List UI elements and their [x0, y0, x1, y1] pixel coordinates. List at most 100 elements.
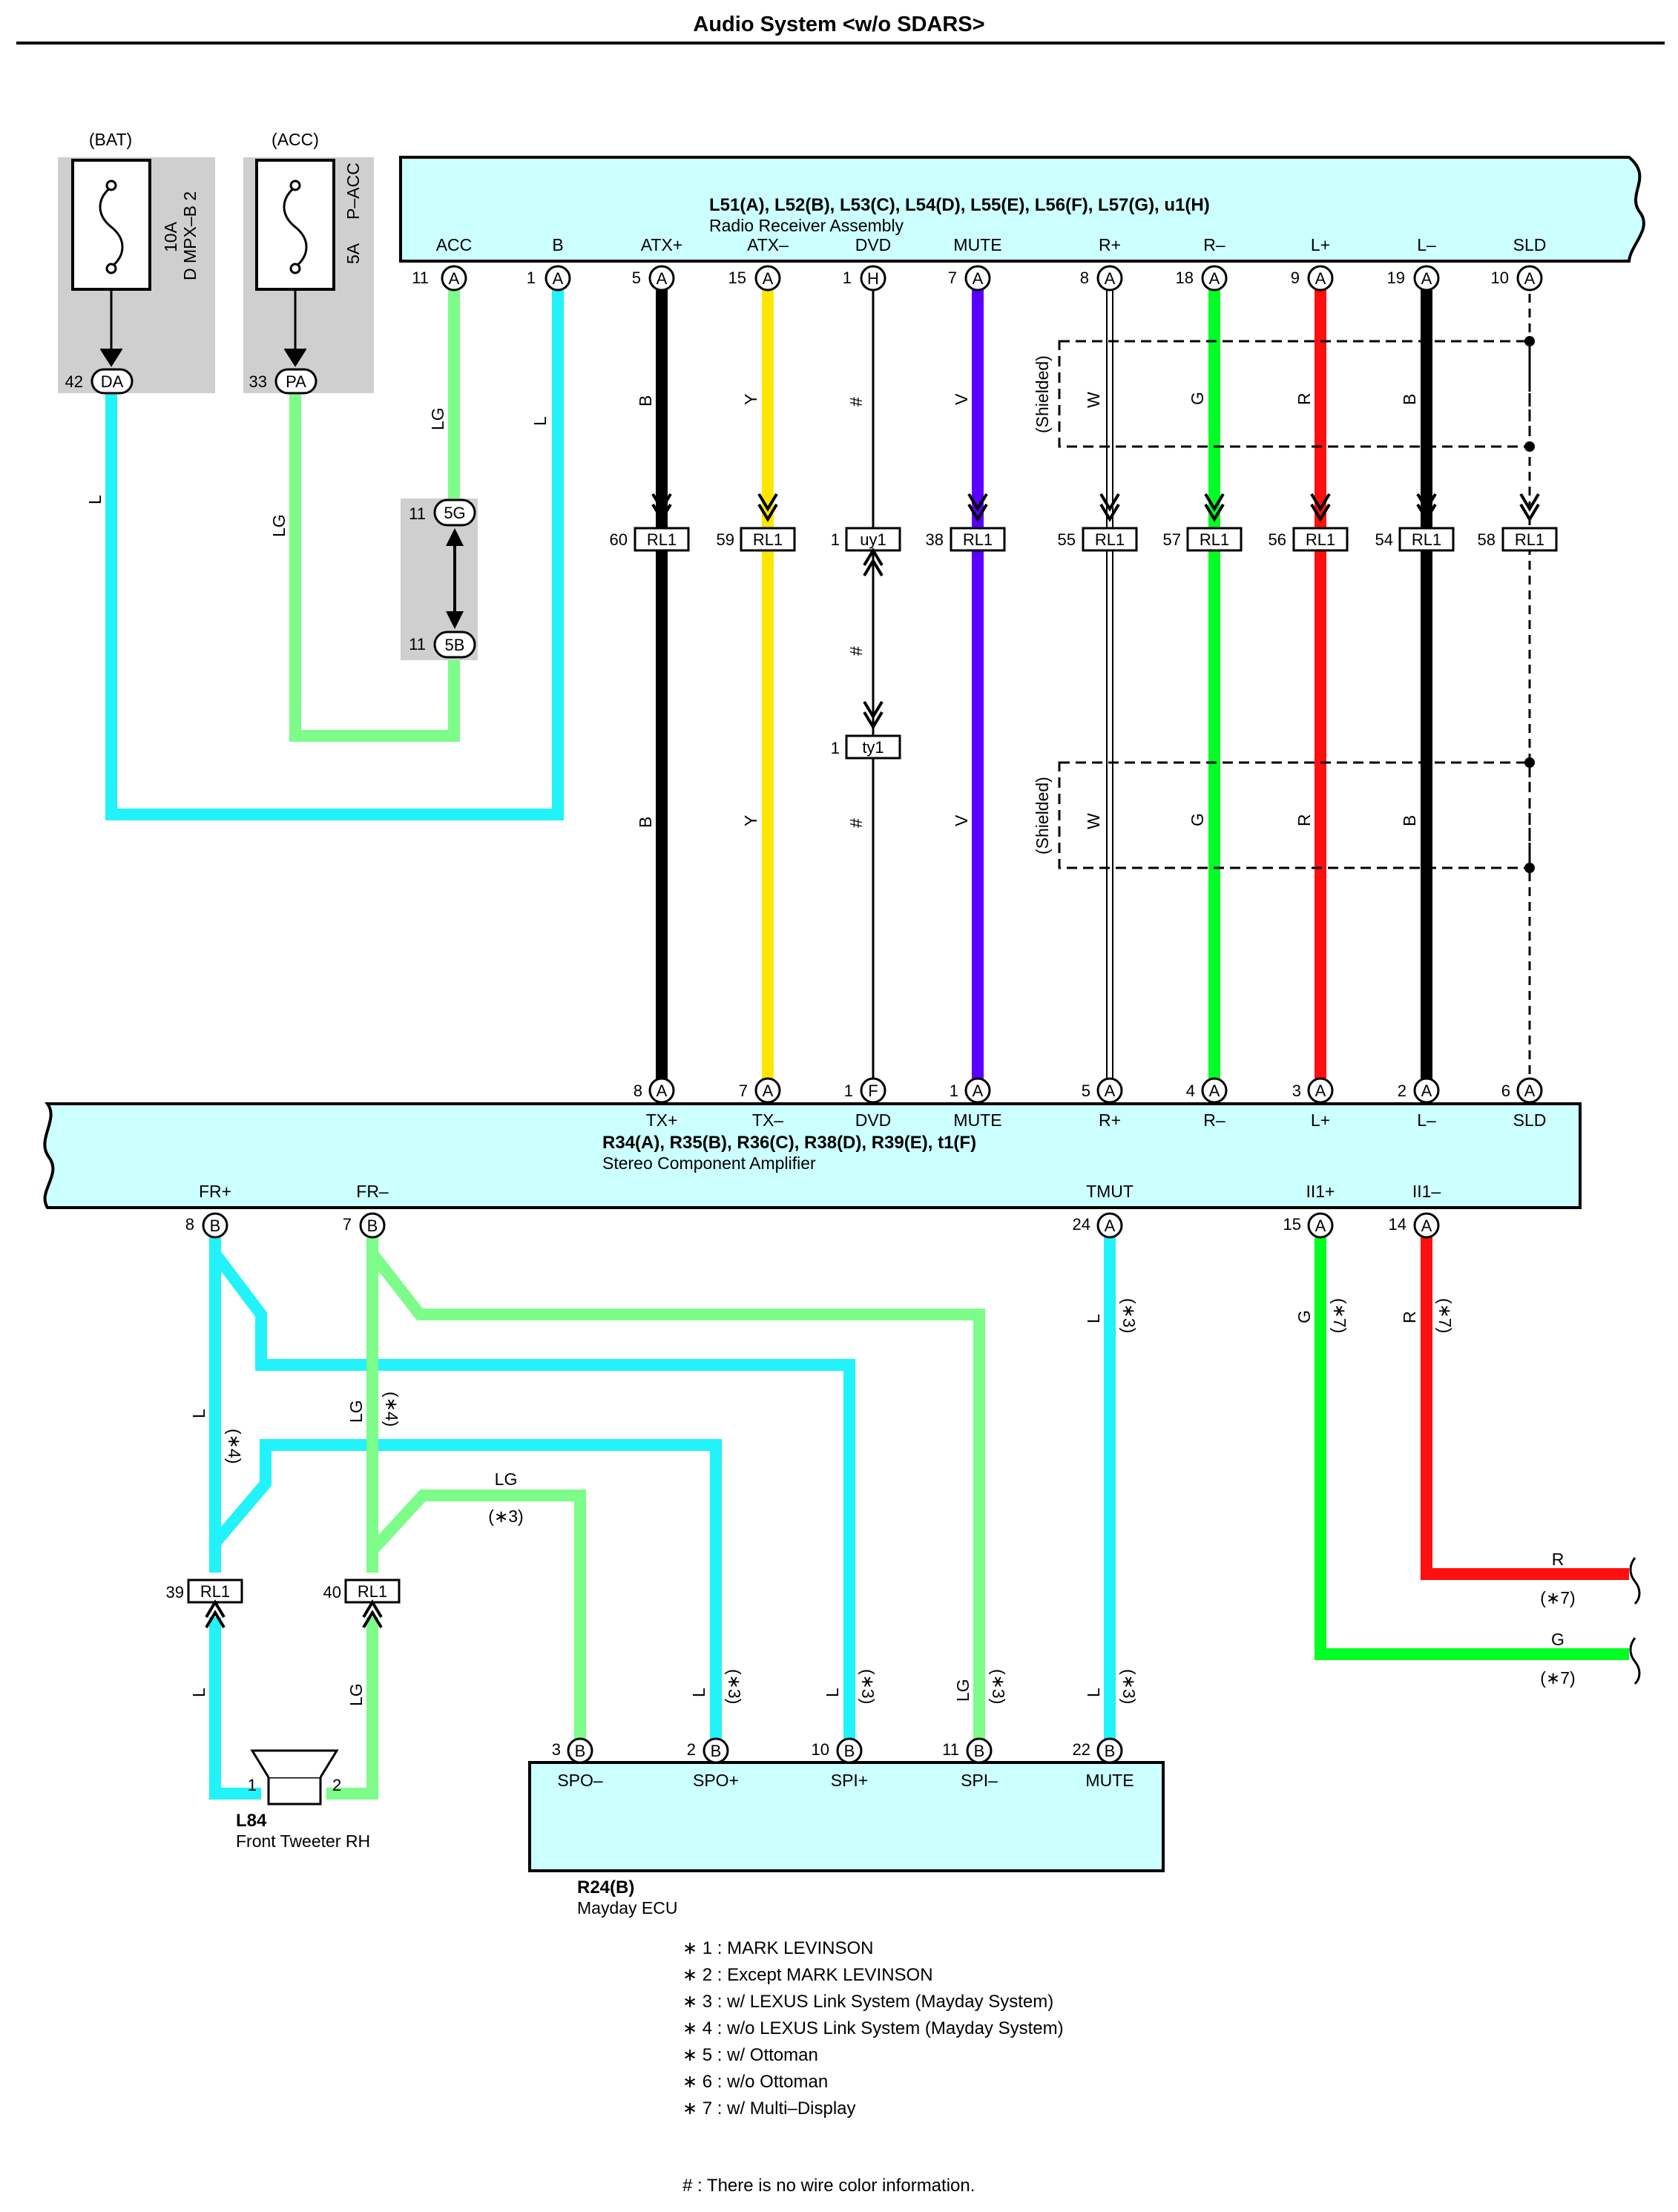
svg-text:#: #: [846, 397, 866, 406]
svg-text:LG: LG: [495, 1469, 518, 1489]
svg-text:4: 4: [1186, 1082, 1195, 1100]
svg-text:L+: L+: [1311, 235, 1330, 254]
svg-text:A: A: [657, 1082, 668, 1100]
wire-fr-plus-spi: [210, 1250, 855, 1751]
svg-text:W: W: [1084, 813, 1103, 829]
svg-text:DA: DA: [101, 372, 124, 391]
svg-text:H: H: [867, 269, 879, 288]
wire-ii1-minus: [1421, 1237, 1629, 1580]
radio-terminal-r-plus: R+ 8 A: [1080, 235, 1123, 292]
svg-text:PA: PA: [286, 372, 306, 391]
svg-text:ATX+: ATX+: [641, 235, 682, 254]
svg-text:(∗3): (∗3): [488, 1507, 523, 1526]
svg-text:B: B: [636, 817, 655, 828]
fuse-bat: (BAT) 10A D MPX–B 2: [58, 130, 215, 393]
svg-text:RL1: RL1: [1306, 530, 1335, 549]
svg-text:R: R: [1294, 392, 1314, 405]
svg-text:5: 5: [1082, 1082, 1090, 1100]
svg-text:TX+: TX+: [646, 1110, 678, 1130]
svg-text:(∗7): (∗7): [1435, 1298, 1455, 1333]
svg-text:2: 2: [332, 1776, 341, 1794]
note-7: ∗ 7 : w/ Multi–Display: [682, 2099, 856, 2119]
note-3: ∗ 3 : w/ LEXUS Link System (Mayday Syste…: [682, 1992, 1053, 2012]
svg-text:RL1: RL1: [200, 1582, 230, 1601]
svg-text:A: A: [1315, 1082, 1326, 1100]
tweeter-icon: 1 2: [248, 1749, 341, 1806]
svg-text:#: #: [846, 818, 866, 828]
svg-text:Y: Y: [741, 815, 760, 826]
svg-text:2: 2: [687, 1740, 696, 1759]
svg-text:TX–: TX–: [752, 1110, 783, 1130]
radio-name: Radio Receiver Assembly: [709, 216, 904, 235]
connector-da: 42 DA: [65, 368, 134, 395]
svg-text:22: 22: [1073, 1740, 1090, 1759]
svg-text:SPI+: SPI+: [831, 1771, 869, 1790]
amp-connectors: R34(A), R35(B), R36(C), R38(D), R39(E), …: [602, 1133, 976, 1153]
svg-text:RL1: RL1: [1515, 530, 1544, 549]
svg-text:19: 19: [1387, 269, 1405, 287]
svg-text:(∗3): (∗3): [1119, 1669, 1139, 1704]
svg-text:ty1: ty1: [862, 738, 884, 757]
svg-text:D MPX–B 2: D MPX–B 2: [180, 191, 200, 280]
svg-text:38: 38: [926, 530, 944, 549]
wire-acc-pacc: [289, 393, 460, 742]
svg-text:58: 58: [1478, 530, 1496, 549]
note-1: ∗ 1 : MARK LEVINSON: [682, 1938, 874, 1958]
svg-text:R–: R–: [1203, 1110, 1225, 1130]
svg-text:G: G: [1551, 1630, 1565, 1649]
mayday-terminal-spo-plus: 2 B SPO+: [687, 1737, 739, 1790]
svg-text:TMUT: TMUT: [1086, 1182, 1134, 1201]
svg-text:R–: R–: [1203, 235, 1225, 254]
mayday-code: R24(B): [577, 1877, 634, 1897]
footnote: # : There is no wire color information.: [682, 2176, 975, 2196]
shield-lower: (Shielded): [1033, 757, 1535, 873]
svg-text:(∗7): (∗7): [1540, 1588, 1575, 1607]
svg-text:57: 57: [1163, 530, 1181, 549]
svg-text:RL1: RL1: [753, 530, 783, 549]
svg-text:DVD: DVD: [855, 235, 892, 254]
svg-text:L: L: [1084, 1688, 1103, 1697]
svg-text:2: 2: [1398, 1082, 1406, 1100]
amp-terminal-r-plus: 5 A R+: [1082, 1077, 1123, 1130]
svg-text:59: 59: [717, 530, 734, 549]
svg-text:11: 11: [942, 1740, 959, 1759]
svg-text:RL1: RL1: [358, 1582, 387, 1601]
svg-text:(Shielded): (Shielded): [1033, 355, 1052, 433]
svg-text:RL1: RL1: [1412, 530, 1441, 549]
svg-text:SPI–: SPI–: [961, 1771, 998, 1790]
svg-text:G: G: [1188, 813, 1207, 826]
svg-text:L: L: [689, 1688, 708, 1697]
amp-terminal-r-minus: 4 A R–: [1186, 1077, 1228, 1130]
amp-terminal-tx-plus: 8 A TX+: [634, 1077, 678, 1130]
radio-terminal-acc: ACC 11 A: [412, 235, 472, 292]
connector-pa: 33 PA: [249, 368, 317, 395]
svg-text:7: 7: [343, 1215, 352, 1234]
wire-label-acc-upper: LG: [428, 407, 447, 430]
wire-fr-minus-spo: [368, 1490, 586, 1751]
svg-text:15: 15: [1283, 1215, 1301, 1234]
notes-list: ∗ 1 : MARK LEVINSON ∗ 2 : Except MARK LE…: [682, 1938, 1064, 2119]
amp-terminal-tmut: TMUT 24 A: [1073, 1182, 1134, 1239]
radio-receiver: L51(A), L52(B), L53(C), L54(D), L55(E), …: [399, 156, 1645, 263]
radio-terminal-dvd: DVD 1 H: [843, 235, 892, 292]
svg-text:A: A: [973, 269, 984, 288]
svg-text:B: B: [1105, 1742, 1116, 1760]
svg-text:B: B: [1400, 815, 1419, 826]
wire-fr-minus-spi: [367, 1250, 985, 1751]
svg-text:1: 1: [950, 1082, 958, 1100]
svg-text:RL1: RL1: [963, 530, 993, 549]
svg-text:G: G: [1294, 1310, 1314, 1323]
wire-label-bat: L: [85, 495, 105, 504]
amp-terminal-dvd: 1 F DVD: [844, 1077, 892, 1130]
svg-text:RL1: RL1: [1095, 530, 1125, 549]
svg-text:Y: Y: [741, 394, 760, 405]
svg-text:DVD: DVD: [855, 1110, 892, 1130]
svg-text:1: 1: [527, 269, 536, 287]
svg-text:9: 9: [1291, 269, 1300, 287]
note-4: ∗ 4 : w/o LEXUS Link System (Mayday Syst…: [682, 2018, 1064, 2038]
svg-text:R+: R+: [1099, 1110, 1121, 1130]
svg-text:1: 1: [844, 1082, 853, 1100]
svg-text:(∗7): (∗7): [1330, 1298, 1349, 1333]
svg-text:11: 11: [409, 504, 426, 523]
mayday-terminal-spo-minus: 3 B SPO–: [552, 1737, 603, 1790]
